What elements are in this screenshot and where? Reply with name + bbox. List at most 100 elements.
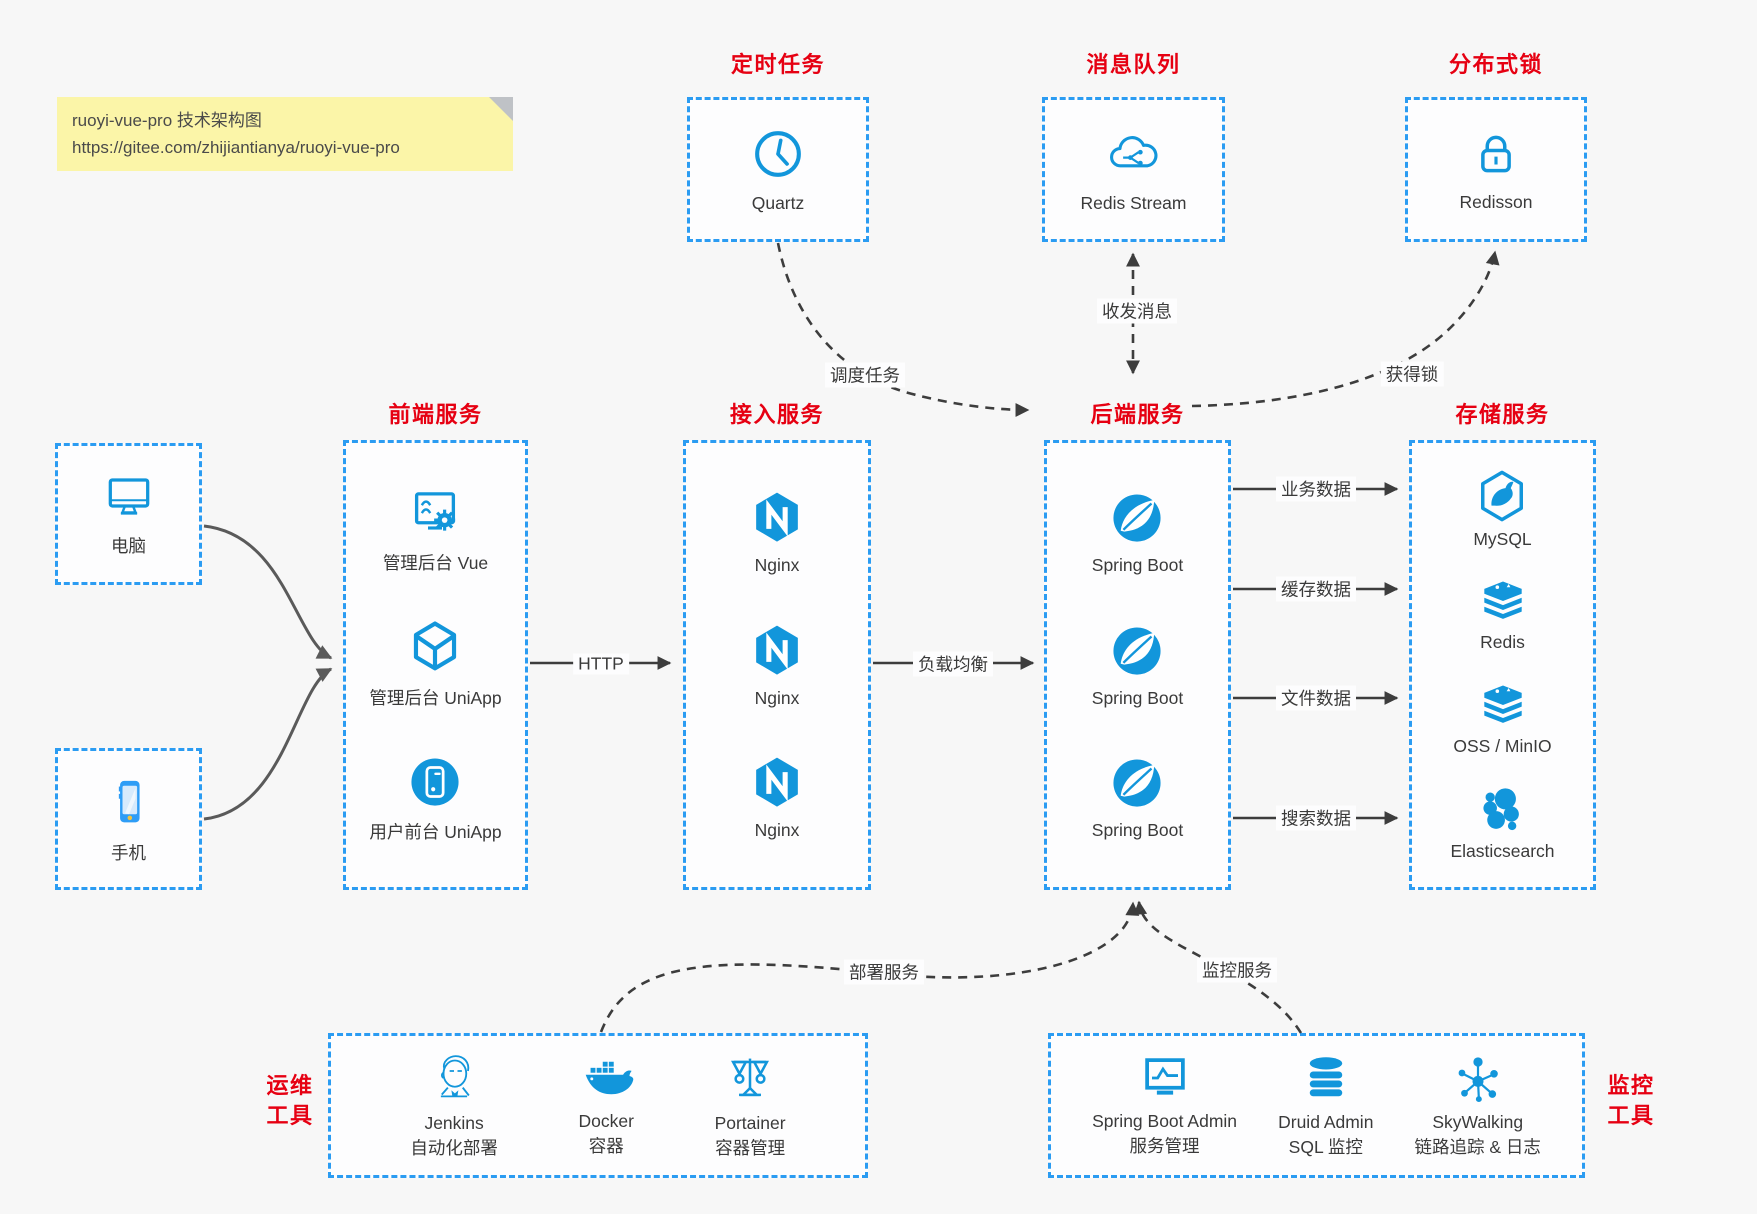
column-backend: Spring Boot Spring Boot Spring Boot <box>1044 440 1231 890</box>
node-name: Portainer <box>714 1113 786 1133</box>
admin-vue-icon <box>415 492 456 531</box>
column-title-storage: 存储服务 <box>1455 402 1550 427</box>
edge-label-biz-data: 业务数据 <box>1276 476 1356 502</box>
node-label: MySQL <box>1473 529 1532 550</box>
node-pc: 电脑 <box>55 443 202 585</box>
spring-icon <box>1113 759 1162 807</box>
node-label: Quartz <box>751 193 805 213</box>
group-title-line: 监控 <box>1607 1073 1655 1098</box>
node-label: Spring Boot <box>1091 554 1184 575</box>
node-nginx-1: Nginx <box>748 489 806 576</box>
portainer-icon <box>731 1058 770 1097</box>
group-ops-tools: Jenkins 自动化部署 Docker 容器 <box>328 1033 868 1178</box>
cube-icon <box>414 620 457 670</box>
edge-label-schedule: 调度任务 <box>825 362 905 388</box>
node-name: Druid Admin <box>1278 1112 1374 1132</box>
node-label: Nginx <box>754 820 800 841</box>
node-label: Redisson <box>1459 192 1533 212</box>
nginx-icon <box>756 492 798 542</box>
node-skywalking: SkyWalking 链路追踪 & 日志 <box>1415 1051 1541 1160</box>
column-storage: MySQL Redis <box>1409 440 1596 890</box>
node-label: OSS / MinIO <box>1453 735 1552 756</box>
node-admin-vue: 管理后台 Vue <box>383 486 488 575</box>
edge-pc-frontend <box>203 524 333 660</box>
edge-label-file-data: 文件数据 <box>1276 685 1356 711</box>
edge-label-load-balance: 负载均衡 <box>913 651 993 677</box>
edge-label-message: 收发消息 <box>1097 298 1177 324</box>
cloud-stream-icon <box>1109 136 1157 168</box>
node-label: 用户前台 UniApp <box>369 821 502 842</box>
node-desc: 容器 <box>588 1136 624 1156</box>
edge-label-deploy: 部署服务 <box>844 959 924 985</box>
gear-icon <box>434 509 456 531</box>
group-title-line: 运维 <box>266 1073 314 1098</box>
node-desc: 容器管理 <box>715 1138 786 1158</box>
node-admin-uniapp: 管理后台 UniApp <box>369 619 502 710</box>
group-title-scheduler: 定时任务 <box>730 52 825 77</box>
mysql-icon <box>1481 470 1524 522</box>
node-name: Docker <box>578 1111 634 1131</box>
node-spring-boot-admin: Spring Boot Admin 服务管理 <box>1092 1052 1237 1159</box>
clock-icon <box>755 131 801 177</box>
edge-label-cache-data: 缓存数据 <box>1276 576 1356 602</box>
node-label: Redis Stream <box>1080 193 1187 213</box>
edge-acquire-lock <box>1191 250 1500 408</box>
node-label: 管理后台 UniApp <box>369 687 502 708</box>
note-fold-corner <box>489 97 513 121</box>
note-url: https://gitee.com/zhijiantianya/ruoyi-vu… <box>72 138 400 157</box>
elasticsearch-icon <box>1483 788 1520 830</box>
node-elasticsearch: Elasticsearch <box>1450 782 1555 862</box>
group-title-monitor: 监控 工具 <box>1591 1071 1671 1131</box>
node-mobile: 手机 <box>55 748 202 890</box>
node-redisson: Redisson <box>1405 97 1587 242</box>
node-oss-minio: OSS / MinIO <box>1453 679 1552 757</box>
group-title-line: 工具 <box>1607 1103 1655 1128</box>
app-icon <box>411 758 460 806</box>
column-title-gateway: 接入服务 <box>729 402 824 427</box>
node-spring-boot-1: Spring Boot <box>1092 489 1183 576</box>
node-desc: 服务管理 <box>1129 1136 1200 1156</box>
node-portainer: Portainer 容器管理 <box>715 1050 786 1161</box>
node-label: Nginx <box>754 554 800 575</box>
redis-icon <box>1483 685 1522 723</box>
edge-label-search-data: 搜索数据 <box>1276 805 1356 831</box>
node-label: 手机 <box>111 842 146 863</box>
phone-icon <box>118 780 140 822</box>
node-mysql: MySQL <box>1473 468 1532 550</box>
monitor-chart-icon <box>1144 1058 1185 1095</box>
node-label: Spring Boot <box>1091 820 1184 841</box>
node-label: Nginx <box>754 687 800 708</box>
node-name: Spring Boot Admin <box>1092 1111 1238 1131</box>
edge-mobile-frontend <box>203 667 333 821</box>
column-title-frontend: 前端服务 <box>388 402 483 427</box>
nginx-icon <box>756 757 798 807</box>
nginx-icon <box>756 625 798 675</box>
node-druid-admin: Druid Admin SQL 监控 <box>1278 1051 1373 1160</box>
database-icon <box>1309 1057 1343 1097</box>
node-spring-boot-2: Spring Boot <box>1092 622 1183 709</box>
node-name: SkyWalking <box>1432 1112 1524 1132</box>
group-title-line: 工具 <box>266 1103 314 1128</box>
group-title-ops: 运维 工具 <box>250 1071 330 1131</box>
node-nginx-3: Nginx <box>748 754 806 841</box>
node-redis: Redis <box>1476 575 1530 653</box>
node-desc: 自动化部署 <box>410 1138 498 1158</box>
node-label: Spring Boot <box>1091 687 1184 708</box>
node-label: Elasticsearch <box>1450 840 1555 861</box>
desktop-icon <box>108 477 149 515</box>
node-nginx-2: Nginx <box>748 622 806 709</box>
node-name: Jenkins <box>424 1113 484 1133</box>
node-spring-boot-3: Spring Boot <box>1092 754 1183 841</box>
sticky-note: ruoyi-vue-pro 技术架构图 https://gitee.com/zh… <box>57 97 513 171</box>
edge-label-monitor: 监控服务 <box>1197 957 1277 983</box>
node-docker: Docker 容器 <box>577 1052 635 1159</box>
node-label: 电脑 <box>111 535 146 556</box>
node-label: Redis <box>1480 632 1525 653</box>
spring-icon <box>1113 626 1162 675</box>
group-title-lock: 分布式锁 <box>1448 52 1543 77</box>
column-frontend: 管理后台 Vue 管理后台 UniApp 用户前台 UniApp <box>343 440 528 890</box>
node-jenkins: Jenkins 自动化部署 <box>410 1050 498 1161</box>
column-title-backend: 后端服务 <box>1090 402 1185 427</box>
network-nodes-icon <box>1458 1057 1498 1103</box>
